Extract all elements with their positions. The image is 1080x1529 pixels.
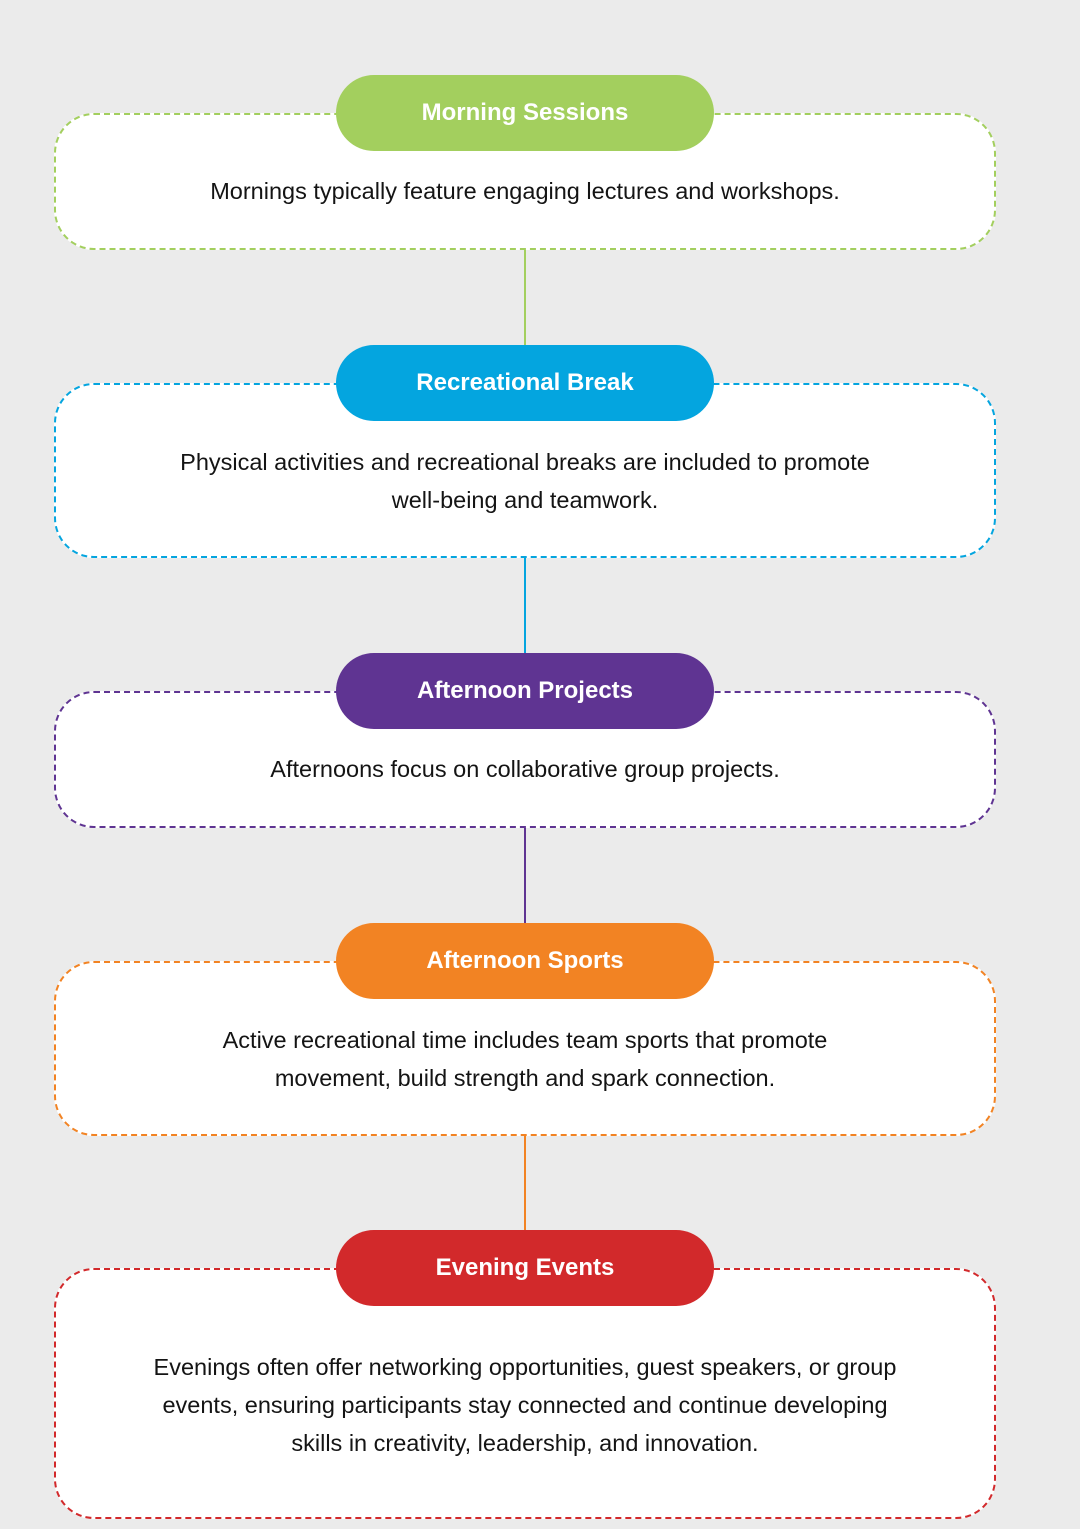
stage-title-badge: Evening Events xyxy=(336,1230,714,1306)
connector-line xyxy=(524,1134,526,1234)
stage-title-badge: Afternoon Projects xyxy=(336,653,714,729)
stage-description: Afternoons focus on collaborative group … xyxy=(270,755,780,782)
stage-title: Evening Events xyxy=(435,1254,615,1281)
stage-description: Mornings typically feature engaging lect… xyxy=(210,177,840,204)
stage-description: Evenings often offer networking opportun… xyxy=(153,1353,897,1456)
connector-line xyxy=(524,556,526,656)
stage-title: Afternoon Sports xyxy=(426,947,624,974)
stage-description: Physical activities and recreational bre… xyxy=(180,448,870,513)
stage-title: Recreational Break xyxy=(416,369,634,396)
stage-description: Active recreational time includes team s… xyxy=(222,1026,828,1091)
stage-card-evening-events: Evenings often offer networking opportun… xyxy=(54,1268,996,1519)
connector-line xyxy=(524,826,526,926)
stage-title-badge: Morning Sessions xyxy=(336,75,714,151)
connector-line xyxy=(524,248,526,348)
stage-title: Afternoon Projects xyxy=(416,677,634,704)
stage-title: Morning Sessions xyxy=(421,99,629,126)
stage-title-badge: Afternoon Sports xyxy=(336,923,714,999)
stage-title-badge: Recreational Break xyxy=(336,345,714,421)
